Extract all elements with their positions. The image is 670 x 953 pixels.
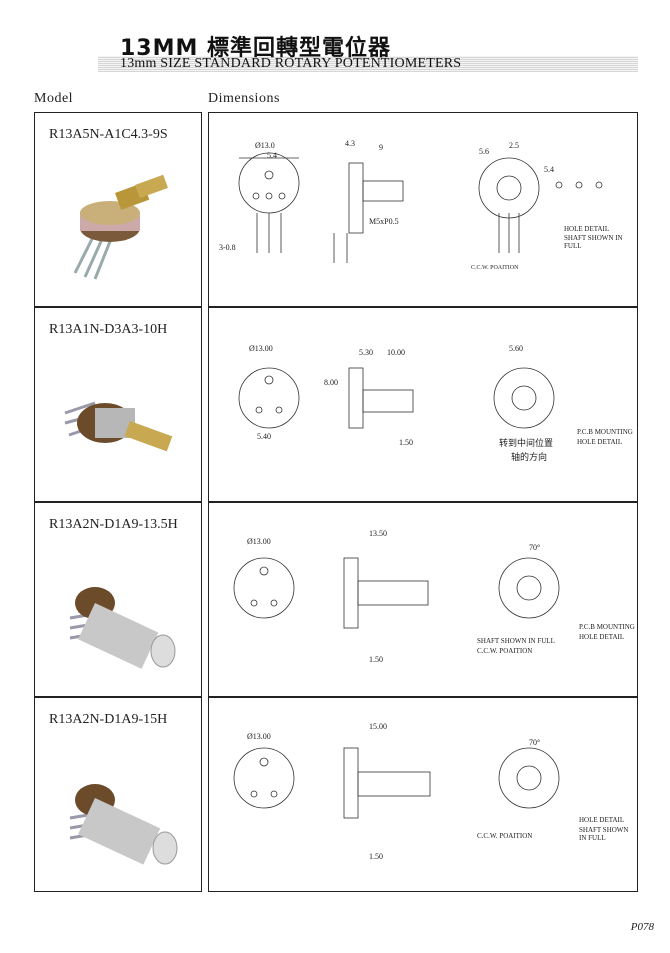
dim-label: HOLE DETAIL [579, 816, 625, 824]
dim-label: 1.50 [369, 655, 383, 664]
potentiometer-photo [73, 174, 168, 280]
dim-label: M5xP0.5 [369, 217, 399, 226]
dim-label: Ø13.00 [247, 732, 271, 741]
dim-label: 5.4 [544, 165, 554, 174]
page-title: 13MM 標準回轉型電位器 [120, 36, 392, 61]
dim-label: 4.3 [345, 139, 355, 148]
model-cell-2: R13A1N-D3A3-10H [34, 307, 202, 502]
dim-label: 5.6 [479, 147, 489, 156]
dim-label: 3-0.8 [219, 243, 236, 252]
dim-label: Ø13.00 [249, 344, 273, 353]
potentiometer-photo [64, 401, 173, 452]
dim-label: HOLE DETAIL [577, 438, 623, 446]
dim-label: 5.60 [509, 344, 523, 353]
dim-label: 70° [529, 543, 541, 552]
dim-label: C.C.W. POAITION [477, 647, 533, 655]
dimension-drawing-1: Ø13.0 5.4 3-0.8 4.3 9 M5xP0.5 5.6 2.5 5.… [208, 112, 638, 307]
potentiometer-photo [69, 587, 176, 669]
dim-label: 2.5 [509, 141, 519, 150]
model-column-header: Model [34, 91, 74, 106]
model-cell-3: R13A2N-D1A9-13.5H [34, 502, 202, 697]
dimension-drawing-3: Ø13.00 13.50 1.50 70° SHAFT SHOWN IN FUL… [208, 502, 638, 697]
model-cell-4: R13A2N-D1A9-15H [34, 697, 202, 892]
model-name: R13A5N-A1C4.3-9S [49, 127, 168, 142]
dim-label: 转到中间位置 [499, 439, 554, 449]
model-name: R13A2N-D1A9-13.5H [49, 517, 178, 532]
dimension-drawing-4: Ø13.00 15.00 1.50 70° C.C.W. POAITION HO… [208, 697, 638, 892]
dim-label: 9 [379, 143, 383, 152]
dim-label: 1.50 [369, 852, 383, 861]
page-subtitle: 13mm SIZE STANDARD ROTARY POTENTIOMETERS [120, 56, 462, 71]
model-cell-1: R13A5N-A1C4.3-9S [34, 112, 202, 307]
dim-label: 15.00 [369, 722, 387, 731]
dim-label: SHAFT SHOWN IN FULL [579, 826, 629, 842]
dim-label: C.C.W. POAITION [477, 832, 533, 840]
dim-label: 5.30 [359, 348, 373, 357]
dim-label: 8.00 [324, 378, 338, 387]
title-banner [98, 56, 638, 72]
dim-label: 13.50 [369, 529, 387, 538]
dim-label: P.C.B MOUNTING [579, 623, 635, 631]
dimensions-column-header: Dimensions [208, 91, 280, 106]
dim-label: 10.00 [387, 348, 405, 357]
model-name: R13A2N-D1A9-15H [49, 712, 168, 727]
dim-label: SHAFT SHOWN IN FULL [564, 234, 623, 250]
dim-label: 70° [529, 738, 541, 747]
dim-label: Ø13.0 [255, 141, 275, 150]
dim-label: 1.50 [399, 438, 413, 447]
dim-label: C.C.W. POAITION [471, 265, 519, 271]
dim-label: HOLE DETAIL [564, 225, 610, 233]
dim-label: 5.40 [257, 432, 271, 441]
dim-label: HOLE DETAIL [579, 633, 625, 641]
dim-label: 轴的方向 [511, 453, 548, 463]
model-name: R13A1N-D3A3-10H [49, 322, 168, 337]
dim-label: SHAFT SHOWN IN FULL [477, 637, 555, 645]
dim-label: 5.4 [267, 151, 277, 160]
dim-label: Ø13.00 [247, 537, 271, 546]
potentiometer-photo [69, 784, 178, 865]
dimension-drawing-2: Ø13.00 5.40 5.30 10.00 8.00 1.50 5.60 转到… [208, 307, 638, 502]
page-number: P078 [630, 921, 654, 933]
dim-label: P.C.B MOUNTING [577, 428, 633, 436]
